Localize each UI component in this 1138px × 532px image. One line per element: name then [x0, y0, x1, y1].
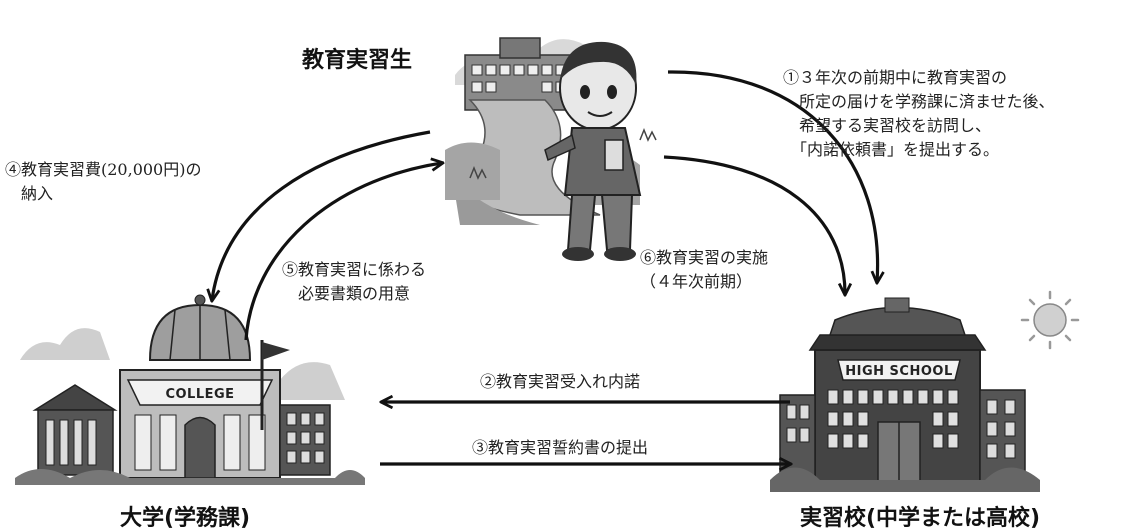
student-icon	[445, 37, 657, 261]
college-building-icon: COLLEGE	[15, 294, 365, 485]
arrow-step6	[663, 155, 845, 294]
sun-icon	[1020, 290, 1080, 350]
step1-label: ①３年次の前期中に教育実習の 所定の届けを学務課に済ませた後、 希望する実習校を…	[783, 68, 1055, 159]
step6-label: ⑥教育実習の実施 （４年次前期）	[640, 248, 769, 291]
high-school-sign: HIGH SCHOOL	[845, 364, 952, 379]
step5-label: ⑤教育実習に係わる 必要書類の用意	[282, 260, 427, 303]
step4-label: ④教育実習費(20,000円)の 納入	[5, 160, 202, 203]
college-sign: COLLEGE	[165, 387, 234, 402]
arrow-step4	[212, 130, 431, 300]
student-title: 教育実習生	[302, 48, 413, 73]
arrow-step1	[667, 70, 878, 282]
flag-icon	[260, 340, 290, 430]
step3-label: ③教育実習誓約書の提出	[472, 438, 649, 457]
university-title: 大学(学務課)	[120, 506, 251, 531]
arrow-step5	[244, 163, 442, 341]
high-school-building-icon: HIGH SCHOOL	[770, 297, 1040, 492]
school-title: 実習校(中学または高校)	[800, 506, 1041, 531]
step2-label: ②教育実習受入れ内諾	[480, 372, 641, 391]
